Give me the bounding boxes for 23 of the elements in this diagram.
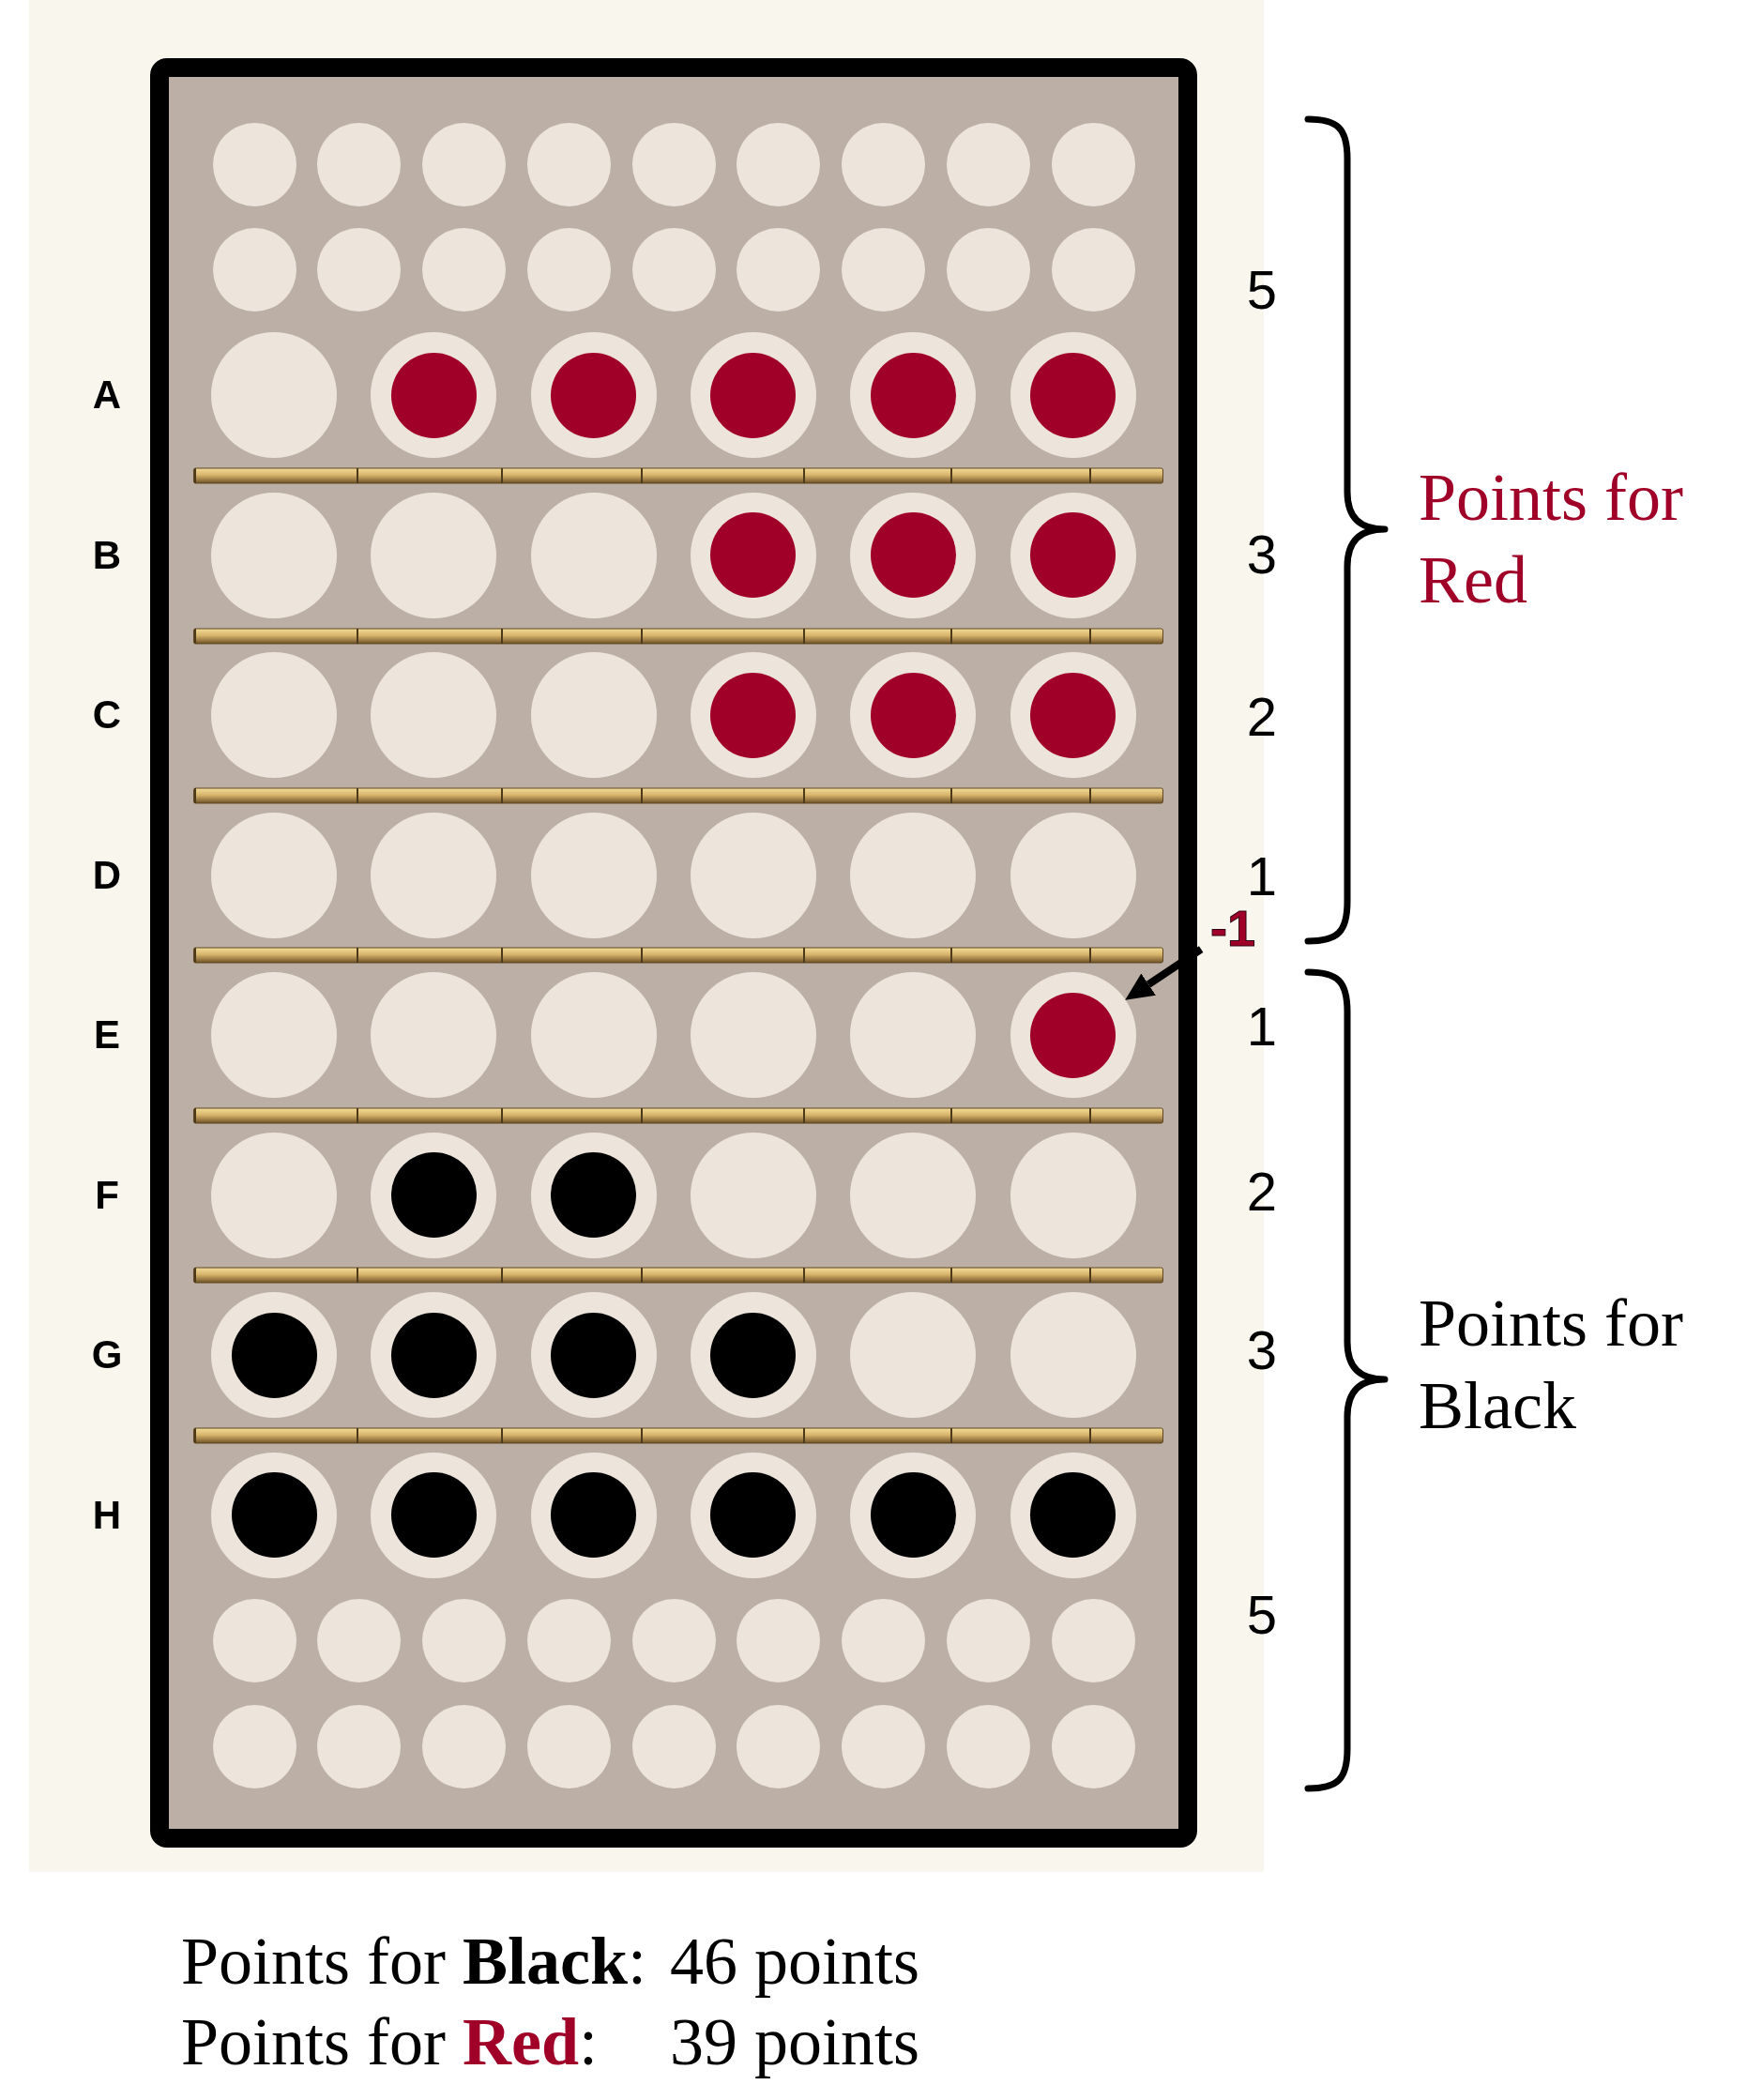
adjustment-label: -1: [1207, 905, 1259, 951]
row-label: A: [92, 375, 122, 415]
row-label: B: [92, 536, 122, 575]
score-value: 5: [1246, 263, 1278, 317]
row-label: D: [92, 856, 122, 895]
row-label: H: [92, 1496, 122, 1535]
score-value: 3: [1246, 1323, 1278, 1377]
score-value: 3: [1246, 527, 1278, 582]
row-label: G: [91, 1335, 123, 1375]
score-value: 2: [1246, 1164, 1278, 1219]
score-value: 5: [1246, 1588, 1278, 1642]
total-label: Points for Red:: [181, 2003, 599, 2081]
score-value: 1: [1246, 849, 1278, 904]
row-label: F: [95, 1176, 119, 1215]
row-label: E: [94, 1015, 120, 1055]
total-label: Points for Black:: [181, 1923, 647, 2001]
total-value: 39 points: [670, 2003, 920, 2081]
group-label: Points for Black: [1419, 1285, 1685, 1445]
total-value: 46 points: [670, 1923, 920, 2001]
score-value: 1: [1246, 999, 1278, 1054]
row-label: C: [92, 695, 122, 735]
group-label: Points for Red: [1419, 459, 1685, 619]
score-value: 2: [1246, 690, 1278, 744]
